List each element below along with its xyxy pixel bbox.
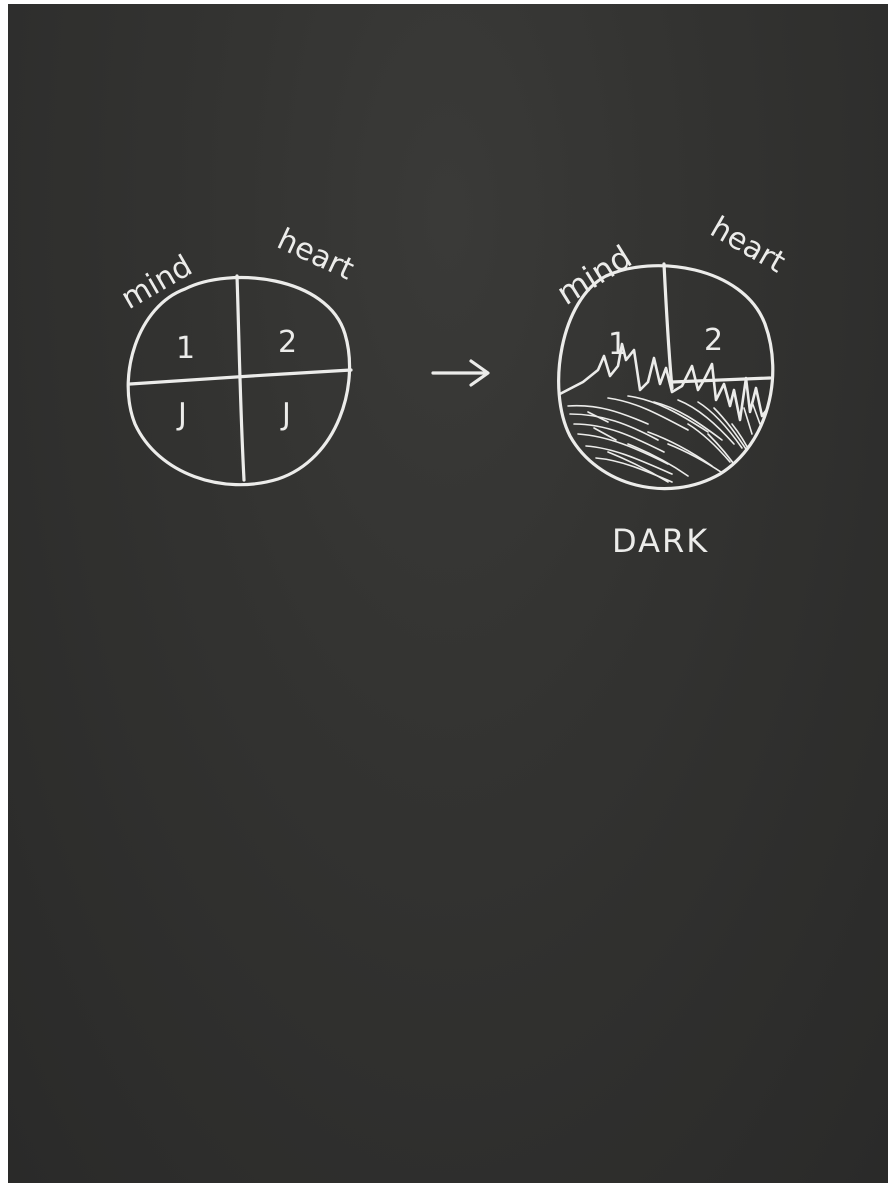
right-heart-label: heart [704, 210, 791, 280]
right-quadrant-2: 2 [704, 323, 723, 358]
left-quadrant-1: 1 [176, 331, 195, 366]
left-quadrant-2: 2 [278, 325, 297, 360]
left-quadrant-4: J [280, 397, 291, 432]
right-mind-label: mind [550, 238, 639, 313]
black-paper-background: mind heart 1 2 J J [8, 4, 888, 1183]
right-quadrant-1: 1 [608, 327, 627, 362]
arrow-icon [433, 361, 488, 385]
dark-hatching [568, 396, 760, 482]
left-heart-label: heart [272, 222, 359, 288]
left-circle-diagram [128, 276, 351, 485]
chalk-drawing: mind heart 1 2 J J [8, 4, 888, 1183]
right-dark-caption: DARK [612, 522, 709, 560]
left-quadrant-3: J [176, 397, 187, 432]
